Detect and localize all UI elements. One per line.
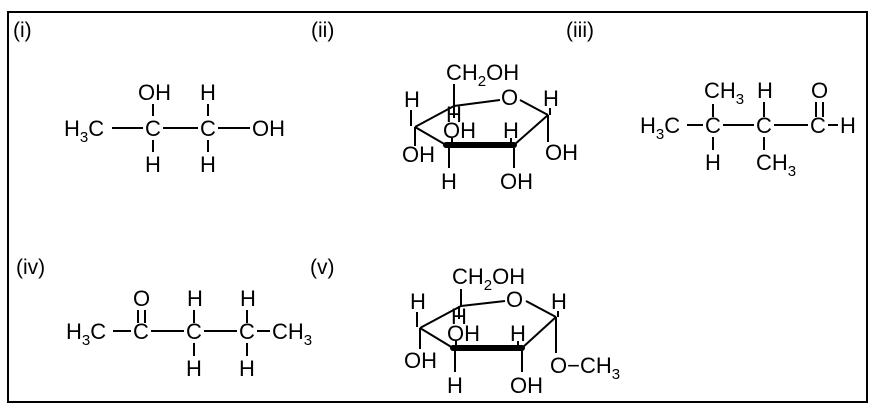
structure-i: H3C C C OH OH H H H xyxy=(64,80,285,177)
s5-ring-bond xyxy=(521,316,557,349)
s5-ring-bond xyxy=(419,305,462,329)
s5-h-right-inner: H xyxy=(510,321,526,346)
s5-h-top-left: H xyxy=(410,289,426,314)
s4-h-top: H xyxy=(240,286,256,311)
s2-h-bottom: H xyxy=(441,169,457,194)
s1-h3c: H3C xyxy=(64,116,104,146)
s2-ring-o: O xyxy=(501,85,518,110)
label-ii: (ii) xyxy=(311,19,335,42)
s3-c2: C xyxy=(756,113,772,138)
s4-c3: C xyxy=(239,319,255,344)
label-i: (i) xyxy=(13,19,32,42)
s3-h3c: H3C xyxy=(640,113,680,143)
s2-oh-bottom: OH xyxy=(500,169,533,194)
s4-c1: C xyxy=(133,319,149,344)
label-v: (v) xyxy=(310,256,335,279)
s2-ring-bond xyxy=(519,99,549,116)
s4-o: O xyxy=(133,286,150,311)
s5-ring-o: O xyxy=(506,287,523,312)
s4-c2: C xyxy=(186,319,202,344)
s3-o: O xyxy=(811,78,828,103)
s3-c3: C xyxy=(810,113,826,138)
s2-h-top-right: H xyxy=(543,86,559,111)
s3-ch3-top: CH3 xyxy=(704,78,744,108)
s3-h-top: H xyxy=(757,78,773,103)
s1-h-bottom: H xyxy=(200,152,216,177)
s2-ring-bond xyxy=(453,99,501,107)
s1-oh-top: OH xyxy=(138,80,171,105)
s2-ring-bond xyxy=(513,114,549,146)
s5-h-top-right: H xyxy=(551,289,567,314)
s4-h-bottom: H xyxy=(239,356,255,381)
s1-c2: C xyxy=(200,116,216,141)
s2-h-right-inner: H xyxy=(503,118,519,143)
s5-h-bottom: H xyxy=(447,373,463,398)
s1-c1: C xyxy=(145,116,161,141)
s2-ring-bond xyxy=(414,105,455,128)
figure-border xyxy=(7,11,868,403)
s5-oh-bottom: OH xyxy=(510,373,543,398)
structure-ii: CH2OH O H H H OH H OH OH H OH xyxy=(402,60,578,194)
s2-oh-inner: OH xyxy=(443,118,476,143)
s2-oh-right: OH xyxy=(545,140,578,165)
structure-iii: CH3 H O H3C C C C H H CH3 xyxy=(640,78,856,180)
s5-oh-left: OH xyxy=(404,348,437,373)
structure-v: CH2OH O H H H OH H OH O−CH3 H OH xyxy=(404,264,620,398)
s4-h-bottom: H xyxy=(186,356,202,381)
s3-h-bottom: H xyxy=(705,150,721,175)
s1-h-bottom: H xyxy=(145,152,161,177)
structure-iv: O H H H3C C C C CH3 H H xyxy=(66,286,312,381)
s5-ring-bond xyxy=(419,327,454,349)
s4-h3c: H3C xyxy=(66,319,106,349)
s1-oh-right: OH xyxy=(252,116,285,141)
s5-ring-bond xyxy=(525,300,557,318)
s5-ring-bond xyxy=(460,300,506,307)
s2-ring-bond xyxy=(414,126,447,146)
label-iv: (iv) xyxy=(16,256,46,279)
s3-ch3-bottom: CH3 xyxy=(756,150,796,180)
s4-h-top: H xyxy=(187,286,203,311)
s2-h-top-left: H xyxy=(404,87,420,112)
label-iii: (iii) xyxy=(566,19,594,42)
s3-c1: C xyxy=(705,113,721,138)
s1-h-top: H xyxy=(200,80,216,105)
s2-oh-left: OH xyxy=(402,142,435,167)
s4-ch3-right: CH3 xyxy=(272,319,312,349)
s5-oh-inner: OH xyxy=(447,321,480,346)
s5-och3: O−CH3 xyxy=(550,353,620,383)
s3-h-right: H xyxy=(840,113,856,138)
